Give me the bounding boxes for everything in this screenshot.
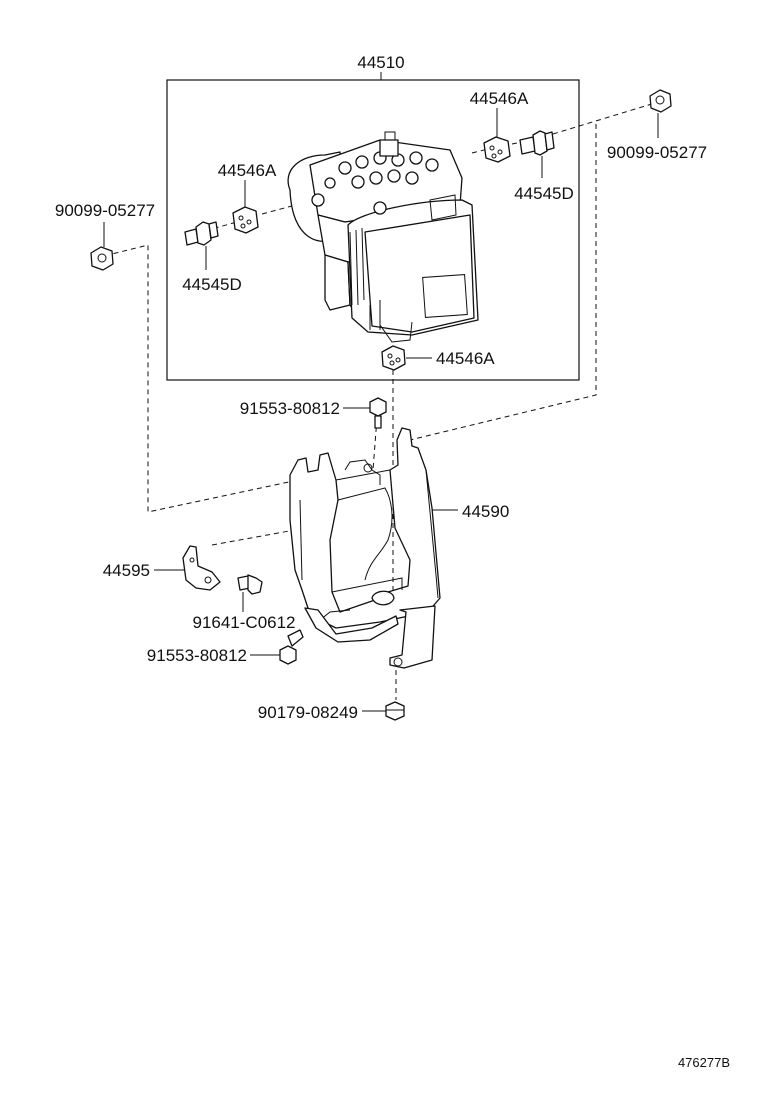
bolt-top-center[interactable] <box>369 397 387 429</box>
bolt-small[interactable] <box>237 574 263 595</box>
label-91553-80812-top[interactable]: 91553-80812 <box>240 399 340 418</box>
assembly-box <box>166 79 580 381</box>
bolt-left[interactable] <box>184 221 219 246</box>
bracket-small[interactable] <box>182 545 221 591</box>
label-44545d-left[interactable]: 44545D <box>182 275 242 294</box>
label-44595[interactable]: 44595 <box>103 561 150 580</box>
label-90179-08249[interactable]: 90179-08249 <box>258 703 358 722</box>
bolt-lower[interactable] <box>279 629 304 665</box>
label-90099-05277-left[interactable]: 90099-05277 <box>55 201 155 220</box>
label-44590[interactable]: 44590 <box>462 502 509 521</box>
label-44545d-right[interactable]: 44545D <box>514 184 574 203</box>
label-91641-c0612[interactable]: 91641-C0612 <box>192 613 295 632</box>
label-44510[interactable]: 44510 <box>357 53 404 72</box>
label-44546a-top-right[interactable]: 44546A <box>470 89 529 108</box>
bolt-right[interactable] <box>519 130 555 156</box>
bracket-main[interactable] <box>289 427 441 669</box>
cushion-bottom[interactable] <box>381 345 406 371</box>
nut-right[interactable] <box>649 89 672 113</box>
label-90099-05277-right[interactable]: 90099-05277 <box>607 143 707 162</box>
label-44546a-bottom[interactable]: 44546A <box>436 349 495 368</box>
cushion-top-right[interactable] <box>483 136 511 163</box>
abs-actuator-unit[interactable] <box>287 131 479 343</box>
reference-code: 476277B <box>678 1055 730 1070</box>
nut-bottom[interactable] <box>385 701 405 721</box>
label-44546a-left[interactable]: 44546A <box>218 161 277 180</box>
cushion-left[interactable] <box>232 206 259 234</box>
nut-left[interactable] <box>90 246 114 271</box>
label-91553-80812-lower[interactable]: 91553-80812 <box>147 646 247 665</box>
hydraulic-ports <box>338 151 439 189</box>
